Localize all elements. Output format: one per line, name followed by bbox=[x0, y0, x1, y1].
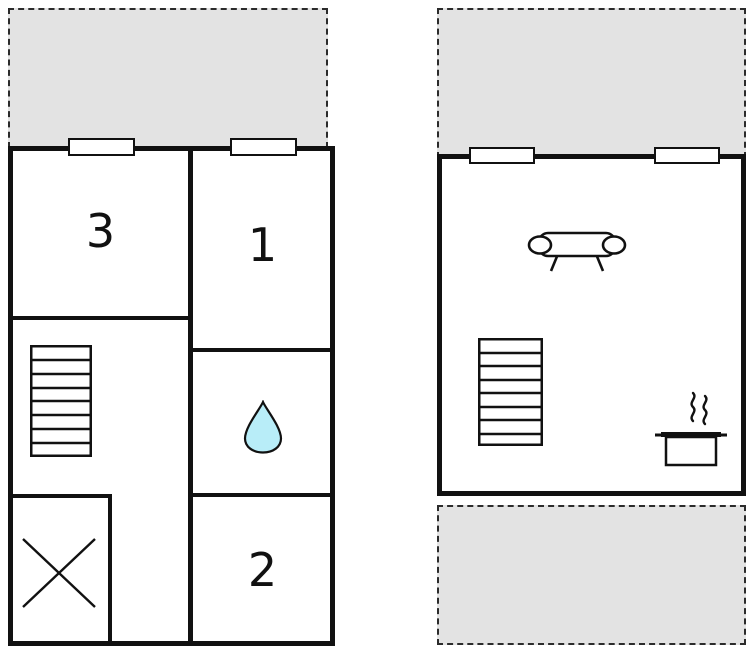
cross-icon bbox=[22, 538, 96, 608]
cooking-pot-icon bbox=[655, 391, 727, 467]
window bbox=[469, 147, 535, 164]
interior-wall bbox=[191, 493, 332, 497]
stairs-icon bbox=[478, 338, 543, 446]
interior-wall bbox=[191, 348, 332, 352]
window bbox=[654, 147, 720, 164]
terrace-right-bottom bbox=[437, 505, 746, 645]
sofa-icon bbox=[527, 231, 627, 272]
stairs-icon bbox=[30, 345, 92, 457]
interior-wall bbox=[12, 316, 190, 320]
room-label-2: 2 bbox=[247, 543, 278, 597]
window bbox=[230, 138, 297, 156]
room-label-3: 3 bbox=[85, 204, 116, 258]
water-drop-icon bbox=[243, 400, 283, 454]
terrace-left bbox=[8, 8, 328, 148]
terrace-right-top bbox=[437, 8, 746, 158]
interior-wall bbox=[188, 150, 193, 644]
interior-wall bbox=[12, 494, 112, 498]
window bbox=[68, 138, 135, 156]
room-label-1: 1 bbox=[247, 218, 278, 272]
interior-wall bbox=[108, 494, 112, 644]
